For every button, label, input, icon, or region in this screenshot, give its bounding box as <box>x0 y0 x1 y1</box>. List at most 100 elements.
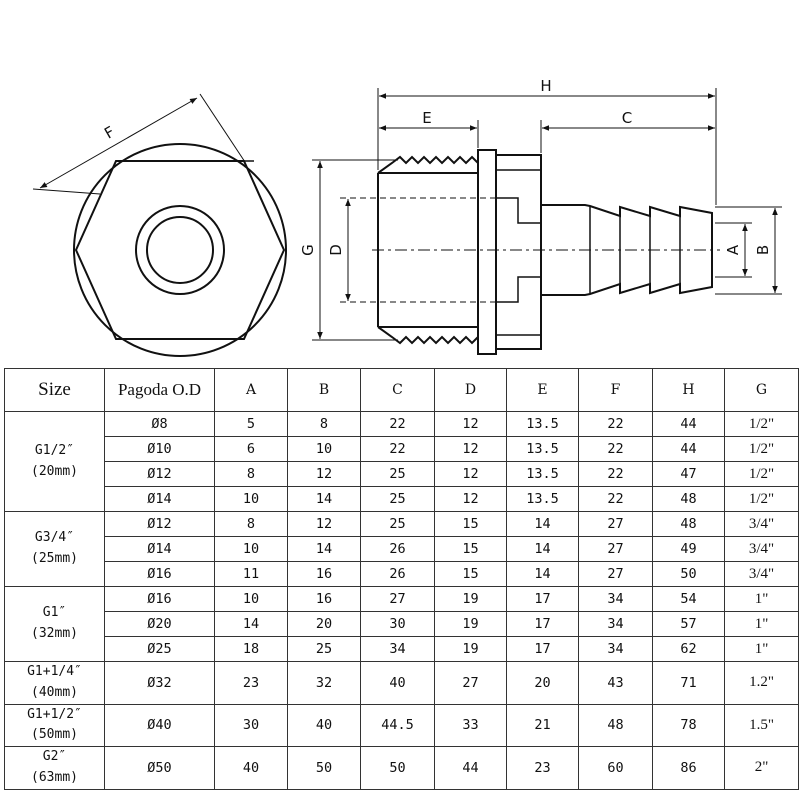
cell-b: 32 <box>287 661 361 705</box>
cell-e: 17 <box>506 586 579 612</box>
size-cell: G1/2″ (20mm) <box>4 411 105 512</box>
cell-b: 10 <box>287 436 361 462</box>
cell-c: 25 <box>360 486 435 512</box>
cell-h: 50 <box>652 561 725 587</box>
cell-a: 6 <box>214 436 288 462</box>
cell-pagoda-od: Ø40 <box>104 703 215 748</box>
size-mm: (50mm) <box>31 727 78 743</box>
cell-g: 3/4" <box>724 511 799 537</box>
cell-b: 20 <box>287 611 361 637</box>
size-name: G1+1/2″ <box>27 706 82 722</box>
cell-pagoda-od: Ø14 <box>104 536 215 562</box>
cell-h: 44 <box>652 411 725 437</box>
spec-table: Size Pagoda O.D A B C D E F H G G1/2″ (20… <box>4 368 799 790</box>
cell-c: 22 <box>360 436 435 462</box>
size-cell: G3/4″(25mm) <box>4 511 105 587</box>
cell-pagoda-od: Ø16 <box>104 586 215 612</box>
cell-d: 19 <box>434 611 507 637</box>
cell-e: 17 <box>506 636 579 662</box>
cell-d: 12 <box>434 461 507 487</box>
label-c: C <box>622 109 632 127</box>
cell-e: 20 <box>506 661 579 705</box>
cell-a: 10 <box>214 486 288 512</box>
cell-c: 26 <box>360 536 435 562</box>
cell-h: 78 <box>652 703 725 748</box>
size-mm: (40mm) <box>31 684 78 700</box>
side-view <box>377 149 713 355</box>
label-d: D <box>327 244 345 256</box>
cell-pagoda-od: Ø12 <box>104 511 215 537</box>
size-mm: (25mm) <box>31 551 78 566</box>
cell-f: 27 <box>578 511 653 537</box>
cell-f: 22 <box>578 486 653 512</box>
cell-a: 5 <box>214 411 288 437</box>
size-mm: (20mm) <box>31 463 78 479</box>
cell-f: 22 <box>578 411 653 437</box>
cell-e: 13.5 <box>506 461 579 487</box>
header-f: F <box>578 368 653 412</box>
cell-h: 57 <box>652 611 725 637</box>
cell-a: 14 <box>214 611 288 637</box>
cell-d: 19 <box>434 586 507 612</box>
cell-f: 27 <box>578 561 653 587</box>
header-c: C <box>360 368 435 412</box>
end-view <box>73 143 287 357</box>
header-d: D <box>434 368 507 412</box>
size-name: G1″ <box>42 605 67 621</box>
cell-a: 11 <box>214 561 288 587</box>
cell-g: 1/2" <box>724 461 799 487</box>
cell-c: 40 <box>360 661 435 705</box>
cell-e: 23 <box>506 746 579 790</box>
cell-e: 13.5 <box>506 436 579 462</box>
cell-d: 15 <box>434 536 507 562</box>
cell-b: 50 <box>287 746 361 790</box>
cell-d: 19 <box>434 636 507 662</box>
cell-d: 27 <box>434 661 507 705</box>
cell-a: 30 <box>214 703 288 748</box>
cell-pagoda-od: Ø50 <box>104 746 215 790</box>
header-row: Size Pagoda O.D A B C D E F H G <box>4 368 799 412</box>
label-g: G <box>299 244 317 256</box>
cell-g: 1.2" <box>724 661 799 705</box>
cell-g: 1" <box>724 611 799 637</box>
size-mm: (32mm) <box>31 626 78 641</box>
header-e: E <box>506 368 579 412</box>
cell-pagoda-od: Ø10 <box>104 436 215 462</box>
dimension-b <box>715 206 782 295</box>
cell-d: 15 <box>434 511 507 537</box>
cell-b: 12 <box>287 511 361 537</box>
cell-pagoda-od: Ø12 <box>104 461 215 487</box>
header-pagoda-od: Pagoda O.D <box>104 368 215 412</box>
dimension-f <box>32 93 246 195</box>
cell-d: 44 <box>434 746 507 790</box>
cell-g: 3/4" <box>724 536 799 562</box>
cell-b: 16 <box>287 561 361 587</box>
technical-drawing: F H E C <box>32 77 782 357</box>
cell-g: 3/4" <box>724 561 799 587</box>
size-name: G1/2″ <box>34 442 75 458</box>
cell-b: 40 <box>287 703 361 748</box>
cell-f: 43 <box>578 661 653 705</box>
cell-c: 25 <box>360 511 435 537</box>
cell-g: 1.5" <box>724 703 799 748</box>
size-name: G1+1/4″ <box>27 664 82 679</box>
cell-b: 14 <box>287 536 361 562</box>
cell-f: 22 <box>578 461 653 487</box>
header-h: H <box>652 368 725 412</box>
label-a: A <box>724 244 742 255</box>
cell-g: 1/2" <box>724 436 799 462</box>
cell-f: 27 <box>578 536 653 562</box>
cell-f: 34 <box>578 586 653 612</box>
cell-a: 10 <box>214 536 288 562</box>
size-cell: G1″ (32mm) <box>4 586 105 662</box>
size-mm: (63mm) <box>31 769 78 785</box>
cell-pagoda-od: Ø32 <box>104 661 215 705</box>
label-f: F <box>101 123 117 143</box>
cell-d: 15 <box>434 561 507 587</box>
